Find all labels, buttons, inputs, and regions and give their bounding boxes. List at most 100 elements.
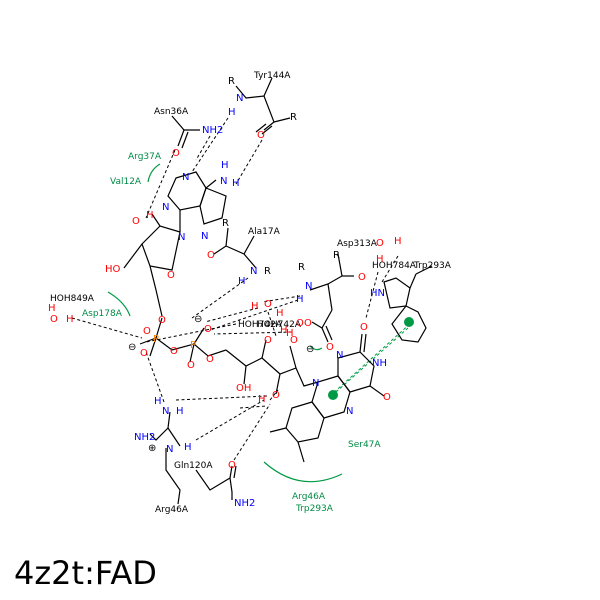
residue-hoh742a[interactable]: HOH742A	[238, 320, 283, 330]
atom-n: N	[162, 406, 169, 417]
atom-n: N	[336, 350, 343, 361]
residue-trp293a[interactable]: Trp293A	[413, 261, 452, 271]
atom-o: O	[296, 318, 304, 329]
atom-h: H	[258, 394, 266, 405]
atom-h: H	[296, 294, 304, 305]
atom-o: O	[140, 348, 148, 359]
atom-o: O	[326, 342, 334, 353]
atom-o: O	[264, 335, 272, 346]
residue-gln120a[interactable]: Gln120A	[174, 461, 213, 471]
atom-o: O	[228, 460, 236, 471]
atom-h: H	[394, 236, 402, 247]
atom-o: O	[207, 250, 215, 261]
atom-h: H	[176, 406, 184, 417]
atom-h: H	[251, 301, 259, 312]
hbond-hoh849-op	[71, 317, 143, 339]
atom-n: N	[201, 231, 208, 242]
atom-r: R	[222, 218, 229, 229]
hbond-hoh784-o	[365, 271, 379, 319]
atom-n: N	[178, 232, 185, 243]
hydrophobic-trp293a[interactable]: Trp293A	[295, 504, 334, 514]
atom-oh: OH	[236, 383, 251, 394]
atom-n: N	[162, 202, 169, 213]
atom-h: H	[66, 314, 74, 325]
atom-n: N	[312, 378, 319, 389]
atom-n: N	[346, 406, 353, 417]
hydrophobic-val12a[interactable]: Val12A	[110, 177, 142, 187]
atom-labels: R N H R O NH2 O H N H N N N N O H HO O O…	[48, 76, 402, 509]
hydrophobic-asp178a[interactable]: Asp178A	[82, 309, 123, 319]
bonds	[123, 77, 433, 505]
atom-h: H	[238, 276, 246, 287]
atom-n: N	[250, 266, 257, 277]
arc-asp178a	[107, 291, 131, 317]
residue-ala17a[interactable]: Ala17A	[248, 227, 281, 237]
atom-o: O	[187, 360, 195, 371]
atom-p: P	[153, 334, 159, 345]
atom-h: H	[276, 308, 284, 319]
atom-h: H	[376, 254, 384, 265]
residue-asn36a[interactable]: Asn36A	[154, 107, 189, 117]
atom-o: O	[167, 270, 175, 281]
hbond-hoh742-oh	[213, 331, 293, 335]
atom-p: P	[190, 340, 196, 351]
atom-o: O	[360, 322, 368, 333]
residue-labels: Tyr144A Asn36A Ala17A Asp313A HOH784A Tr…	[50, 71, 452, 515]
atom-o: O	[290, 335, 298, 346]
hbond-hoh742-op	[145, 323, 237, 343]
atom-h: H	[221, 160, 229, 171]
atom-h: H	[232, 178, 240, 189]
residue-hoh742a-overlap[interactable]: HOH742A	[257, 320, 302, 330]
ligand-title: 4z2t:FAD	[14, 554, 157, 592]
atom-o: O	[132, 216, 140, 227]
hbond-arg46nh-o	[195, 399, 265, 441]
atom-o: O	[204, 324, 212, 335]
hbond-arg46-op	[145, 351, 165, 403]
atom-minus: ⊖	[306, 344, 314, 355]
atom-h: H	[228, 107, 236, 118]
atom-o: O	[383, 392, 391, 403]
atom-o: O	[358, 272, 366, 283]
atom-h: H	[184, 442, 192, 453]
hbond-asp313-water1	[261, 295, 301, 303]
residue-hoh849a[interactable]: HOH849A	[50, 294, 95, 304]
hydrophobic-ser47a[interactable]: Ser47A	[348, 440, 381, 450]
arc-ser47a	[263, 461, 343, 483]
hydrophobic-arg37a[interactable]: Arg37A	[128, 152, 162, 162]
atom-r: R	[290, 112, 297, 123]
atom-nh2: NH2	[134, 432, 155, 443]
hbond-water-o4	[267, 311, 277, 337]
hbond-gln120-o	[233, 403, 271, 461]
atom-minus: ⊖	[128, 342, 136, 353]
arc-val12a	[147, 163, 161, 183]
atom-nh2: NH2	[234, 498, 255, 509]
atom-minus: ⊖	[194, 314, 202, 325]
atom-o: O	[172, 148, 180, 159]
atom-o: O	[206, 354, 214, 365]
atom-o: O	[257, 130, 265, 141]
atom-hn: HN	[370, 288, 385, 299]
atom-nh: NH	[372, 358, 387, 369]
hbond-arg46-o3	[175, 395, 269, 401]
residue-tyr144a[interactable]: Tyr144A	[253, 71, 291, 81]
ring-centroid-trp	[404, 317, 414, 327]
hydrophobic-arg46a[interactable]: Arg46A	[292, 492, 326, 502]
atom-n: N	[182, 172, 189, 183]
atom-o: O	[304, 318, 312, 329]
hbond-tyr-n6	[235, 139, 263, 185]
hbond-water-oh3	[269, 389, 279, 401]
atom-o: O	[264, 299, 272, 310]
residue-hoh784a[interactable]: HOH784A	[372, 261, 417, 271]
residue-asp313a[interactable]: Asp313A	[337, 239, 378, 249]
hydrophobic-arcs	[107, 163, 343, 483]
hbond-water-op2	[204, 307, 259, 323]
atom-h: H	[146, 210, 154, 221]
atom-n: N	[166, 444, 173, 455]
ring-centroid-flavin	[328, 390, 338, 400]
residue-arg46a[interactable]: Arg46A	[155, 505, 189, 515]
atom-h: H	[154, 396, 162, 407]
atom-nh2: NH2	[202, 125, 223, 136]
hbond-asp313-op	[209, 299, 299, 331]
atom-h: H	[280, 325, 288, 336]
